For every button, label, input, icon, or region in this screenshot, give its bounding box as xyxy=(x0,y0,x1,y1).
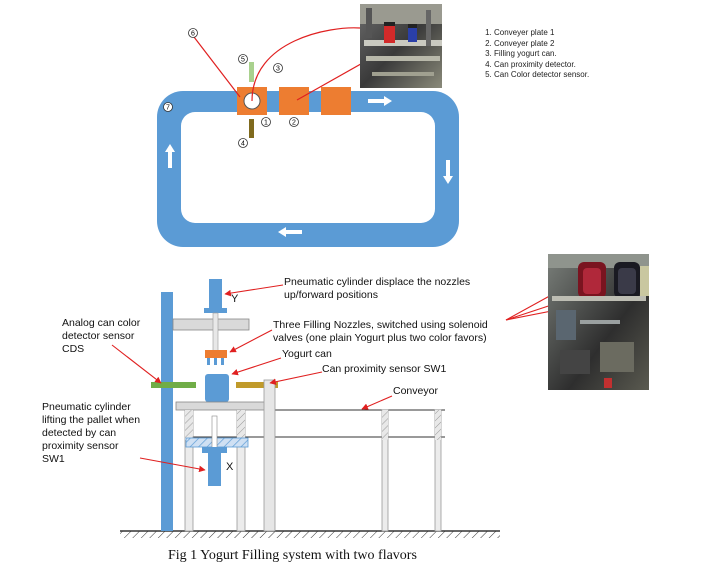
pointer-nozzles xyxy=(229,329,273,353)
axis-label-x: X xyxy=(226,461,234,473)
pneumatic-cylinder-bottom-base xyxy=(202,447,227,453)
pneumatic-cylinder-top xyxy=(209,279,222,309)
nozzle-3 xyxy=(221,358,224,365)
pneumatic-cylinder-top-base xyxy=(204,308,227,313)
marker-7: 7 xyxy=(163,102,173,112)
marker-6: 6 xyxy=(188,28,198,38)
frame-leg-3 xyxy=(263,379,276,532)
svg-text:4: 4 xyxy=(241,141,245,148)
label-nozzles: Three Filling Nozzles, switched using so… xyxy=(273,319,488,344)
label-yogurt-can: Yogurt can xyxy=(282,348,332,360)
main-blue-pillar xyxy=(161,292,173,531)
nozzle-2 xyxy=(214,358,217,365)
nozzle-rod xyxy=(212,312,219,352)
photo-conveyor-closeup xyxy=(360,4,442,88)
marker-5: 5 xyxy=(238,54,248,64)
top-view-legend: Conveyer plate 1 Conveyer plate 2 Fillin… xyxy=(478,28,618,81)
pointer-photo-nozzle-1 xyxy=(505,292,556,321)
frame-leg-5-hatch xyxy=(435,410,441,440)
ground-hatch xyxy=(120,531,500,538)
svg-text:6: 6 xyxy=(191,31,195,38)
top-view: 1 2 3 4 5 xyxy=(157,4,628,247)
figure-caption: Fig 1 Yogurt Filling system with two fla… xyxy=(168,548,417,563)
photo-filling-nozzles xyxy=(548,254,649,390)
svg-text:5: 5 xyxy=(241,57,245,64)
marker-1: 1 xyxy=(261,117,271,127)
frame-leg-2-hatch xyxy=(237,410,245,440)
legend-item-5: Can Color detector sensor. xyxy=(494,70,618,81)
svg-text:1: 1 xyxy=(264,120,268,127)
proximity-sensor-top xyxy=(249,119,254,138)
yogurt-can xyxy=(205,374,229,402)
svg-text:3: 3 xyxy=(276,66,280,73)
legend-item-3: Filling yogurt can. xyxy=(494,49,618,60)
filling-nozzles-block xyxy=(205,350,227,358)
lift-rod xyxy=(211,415,218,449)
legend-item-4: Can proximity detector. xyxy=(494,60,618,71)
side-view: Y X xyxy=(42,254,649,538)
svg-text:7: 7 xyxy=(166,105,170,112)
pointer-proximity xyxy=(269,371,323,385)
label-proximity-sensor: Can proximity sensor SW1 xyxy=(322,363,447,375)
pointer-line-marker-6 xyxy=(193,36,241,98)
pointer-pneumatic-top xyxy=(224,284,284,297)
axis-label-y: Y xyxy=(231,293,239,305)
conveyor-inner xyxy=(181,112,435,223)
arrow-up-icon xyxy=(165,144,175,168)
arrow-down-icon xyxy=(443,160,453,184)
label-conveyor: Conveyor xyxy=(393,385,438,397)
nozzle-1 xyxy=(207,358,210,365)
pallet-plate xyxy=(175,401,269,411)
proximity-sensor-bar xyxy=(236,382,278,388)
label-pneumatic-top: Pneumatic cylinder displace the nozzles … xyxy=(284,276,471,301)
label-pneumatic-bottom: Pneumatic cylinder lifting the pallet wh… xyxy=(42,401,141,465)
marker-4: 4 xyxy=(238,138,248,148)
arrow-left-icon xyxy=(278,227,302,237)
conveyor-direction-arrows xyxy=(165,96,453,237)
arrow-right-icon xyxy=(368,96,392,106)
top-support-plate xyxy=(172,318,250,331)
pneumatic-cylinder-bottom xyxy=(208,453,221,486)
marker-2: 2 xyxy=(289,117,299,127)
pointer-line-can xyxy=(251,27,361,102)
top-view-markers: 1 2 3 4 5 xyxy=(163,28,299,148)
pointer-color-sensor xyxy=(111,344,162,384)
svg-text:2: 2 xyxy=(292,120,296,127)
frame-leg-4-hatch xyxy=(382,410,388,440)
marker-3: 3 xyxy=(273,63,283,73)
conveyor-plate-2 xyxy=(279,87,309,115)
conveyor-plate-3 xyxy=(321,87,351,115)
pointer-yogurt-can xyxy=(231,357,282,376)
frame-leg-1-hatch xyxy=(185,410,193,440)
legend-item-2: Conveyer plate 2 xyxy=(494,39,618,50)
pointer-pneumatic-bottom xyxy=(139,457,206,473)
color-sensor-bar xyxy=(151,382,196,388)
color-sensor-top xyxy=(249,62,254,82)
legend-item-1: Conveyer plate 1 xyxy=(494,28,618,39)
label-color-sensor: Analog can color detector sensor CDS xyxy=(62,317,141,355)
pointer-conveyor xyxy=(361,395,393,410)
